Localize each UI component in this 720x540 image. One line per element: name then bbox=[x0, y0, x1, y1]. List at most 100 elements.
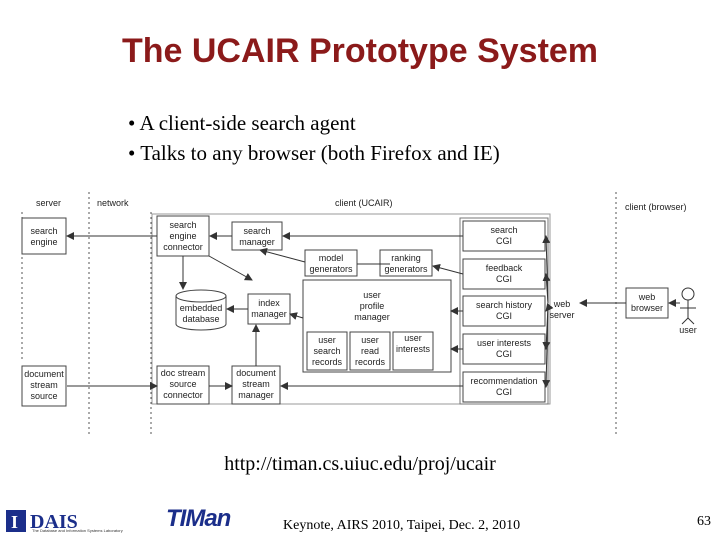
footer-text: Keynote, AIRS 2010, Taipei, Dec. 2, 2010 bbox=[283, 518, 521, 533]
user-interests-box bbox=[392, 331, 434, 371]
ui-label: user bbox=[404, 333, 422, 343]
upm-label: profile bbox=[360, 301, 385, 311]
sec-label: connector bbox=[163, 242, 203, 252]
user-search-records-box bbox=[306, 331, 348, 371]
uicgi-label: user interests bbox=[477, 338, 532, 348]
sec-label: engine bbox=[169, 231, 196, 241]
ranking-generators-box bbox=[379, 249, 433, 277]
region-label-network: network bbox=[97, 198, 129, 208]
ranking-generators-label: ranking bbox=[391, 253, 421, 263]
recommendation-cgi-box bbox=[462, 371, 546, 403]
upm-label: manager bbox=[354, 312, 390, 322]
ranking-generators-label: generators bbox=[384, 264, 428, 274]
urr-label: records bbox=[355, 357, 386, 367]
embedded-database-cylinder bbox=[175, 289, 227, 331]
search-manager-box bbox=[231, 221, 283, 251]
doc-source-label: source bbox=[30, 391, 57, 401]
search-cgi-label: CGI bbox=[496, 236, 512, 246]
uicgi-label: CGI bbox=[496, 349, 512, 359]
search-manager-label: manager bbox=[239, 237, 275, 247]
bullet-item: • Talks to any browser (both Firefox and… bbox=[128, 141, 500, 165]
web-browser-label: web bbox=[638, 292, 656, 302]
web-server-label: web bbox=[553, 299, 571, 309]
dssc-label: connector bbox=[163, 390, 203, 400]
usr-label: search bbox=[313, 346, 340, 356]
shcgi-label: search history bbox=[476, 300, 533, 310]
index-manager-label: manager bbox=[251, 309, 287, 319]
region-label-server: server bbox=[36, 198, 61, 208]
usr-label: user bbox=[318, 335, 336, 345]
dais-logo: I DAIS The Database and Information Syst… bbox=[6, 510, 123, 533]
search-cgi-label: search bbox=[490, 225, 517, 235]
doc-source-label: document bbox=[24, 369, 64, 379]
bullet-item: • A client-side search agent bbox=[128, 111, 356, 135]
doc-stream-source-connector-box bbox=[156, 365, 210, 405]
search-engine-label: engine bbox=[30, 237, 57, 247]
shcgi-label: CGI bbox=[496, 311, 512, 321]
urr-label: read bbox=[361, 346, 379, 356]
search-history-cgi-box bbox=[462, 295, 546, 327]
user-figure-icon bbox=[680, 287, 696, 325]
doc-source-label: stream bbox=[30, 380, 58, 390]
timan-logo: TIMan bbox=[166, 505, 231, 533]
dsm-label: stream bbox=[242, 379, 270, 389]
sec-label: search bbox=[169, 220, 196, 230]
search-engine-label: search bbox=[30, 226, 57, 236]
page-number: 63 bbox=[697, 514, 711, 529]
feedback-cgi-label: feedback bbox=[486, 263, 523, 273]
model-generators-label: generators bbox=[309, 264, 353, 274]
web-server-label: server bbox=[549, 310, 574, 320]
model-generators-label: model bbox=[319, 253, 344, 263]
search-manager-label: search bbox=[243, 226, 270, 236]
dsm-label: document bbox=[236, 368, 276, 378]
dais-logo-text: DAIS bbox=[30, 511, 78, 533]
project-url: http://timan.cs.uiuc.edu/proj/ucair bbox=[224, 453, 496, 475]
index-manager-box bbox=[247, 293, 291, 325]
usr-label: records bbox=[312, 357, 343, 367]
search-engine-connector-box bbox=[156, 215, 210, 257]
bullet-list: • A client-side search agent • Talks to … bbox=[128, 108, 500, 168]
region-label-browser: client (browser) bbox=[625, 202, 687, 212]
dais-logo-caption: The Database and Information Systems Lab… bbox=[32, 528, 123, 533]
document-stream-manager-box bbox=[231, 365, 281, 405]
feedback-cgi-label: CGI bbox=[496, 274, 512, 284]
web-browser-label: browser bbox=[631, 303, 663, 313]
upm-label: user bbox=[363, 290, 381, 300]
search-engine-box bbox=[21, 217, 67, 255]
region-label-client: client (UCAIR) bbox=[335, 198, 393, 208]
reccgi-label: CGI bbox=[496, 387, 512, 397]
document-stream-source-box bbox=[21, 365, 67, 407]
dssc-label: doc stream bbox=[161, 368, 206, 378]
dais-logo-letter: I bbox=[11, 512, 18, 532]
index-manager-label: index bbox=[258, 298, 280, 308]
timan-logo-text: TIMan bbox=[166, 505, 231, 532]
dssc-label: source bbox=[169, 379, 196, 389]
slide-title: The UCAIR Prototype System bbox=[121, 32, 599, 70]
embedded-database-label: embedded bbox=[180, 303, 223, 313]
user-read-records-box bbox=[349, 331, 391, 371]
dsm-label: manager bbox=[238, 390, 274, 400]
embedded-database-label: database bbox=[182, 314, 219, 324]
